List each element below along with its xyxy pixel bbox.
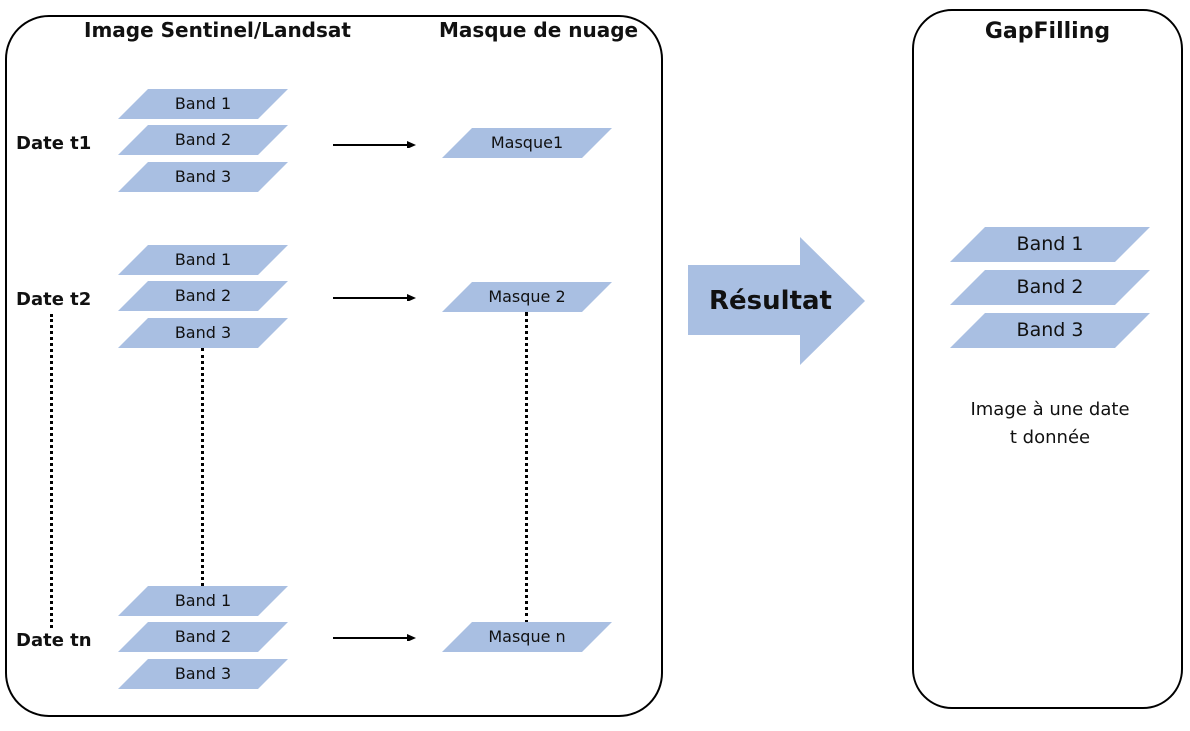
dotted-line <box>50 314 53 628</box>
caption-line: t donnée <box>1009 427 1091 448</box>
band-label: Band 1 <box>174 591 232 610</box>
band-label: Band 3 <box>174 664 232 683</box>
band-label: Band 2 <box>174 627 232 646</box>
band-layer: Band 2 <box>118 125 288 155</box>
date-label-tn: Date tn <box>16 630 92 651</box>
band-label: Band 3 <box>1016 319 1084 341</box>
band-layer: Band 3 <box>118 162 288 192</box>
band-label: Band 2 <box>174 130 232 149</box>
date-label-t1: Date t1 <box>16 133 92 154</box>
image-column-header: Image Sentinel/Landsat <box>84 18 351 42</box>
mask-layer: Masque 2 <box>442 282 612 312</box>
band-layer: Band 2 <box>118 281 288 311</box>
mask-layer: Masque n <box>442 622 612 652</box>
input-panel <box>5 15 663 717</box>
band-layer: Band 1 <box>118 245 288 275</box>
band-label: Band 2 <box>174 286 232 305</box>
date-label-t2: Date t2 <box>16 289 92 310</box>
mask-label: Masque n <box>488 627 566 646</box>
band-layer: Band 3 <box>118 659 288 689</box>
band-layer: Band 1 <box>118 586 288 616</box>
band-label: Band 2 <box>1016 276 1084 298</box>
band-layer: Band 2 <box>118 622 288 652</box>
arrow-icon <box>333 634 416 641</box>
mask-layer: Masque1 <box>442 128 612 158</box>
output-band-layer: Band 3 <box>950 313 1150 348</box>
band-layer: Band 1 <box>118 89 288 119</box>
band-label: Band 3 <box>174 323 232 342</box>
band-label: Band 1 <box>174 250 232 269</box>
result-label: Résultat <box>709 286 832 316</box>
mask-label: Masque1 <box>490 133 564 152</box>
mask-column-header: Masque de nuage <box>439 18 639 42</box>
mask-label: Masque 2 <box>488 287 566 306</box>
dotted-line <box>525 312 528 624</box>
result-arrow-icon <box>688 237 865 365</box>
band-layer: Band 3 <box>118 318 288 348</box>
band-label: Band 3 <box>174 167 232 186</box>
output-band-layer: Band 2 <box>950 270 1150 305</box>
dotted-line <box>201 348 204 586</box>
output-caption: Image à une date t donnée <box>930 396 1170 452</box>
arrow-icon <box>333 141 416 148</box>
output-band-layer: Band 1 <box>950 227 1150 262</box>
caption-line: Image à une date <box>970 399 1130 420</box>
output-title: GapFilling <box>984 19 1111 44</box>
band-label: Band 1 <box>174 94 232 113</box>
output-panel <box>912 9 1183 709</box>
band-label: Band 1 <box>1016 233 1084 255</box>
arrow-icon <box>333 294 416 301</box>
